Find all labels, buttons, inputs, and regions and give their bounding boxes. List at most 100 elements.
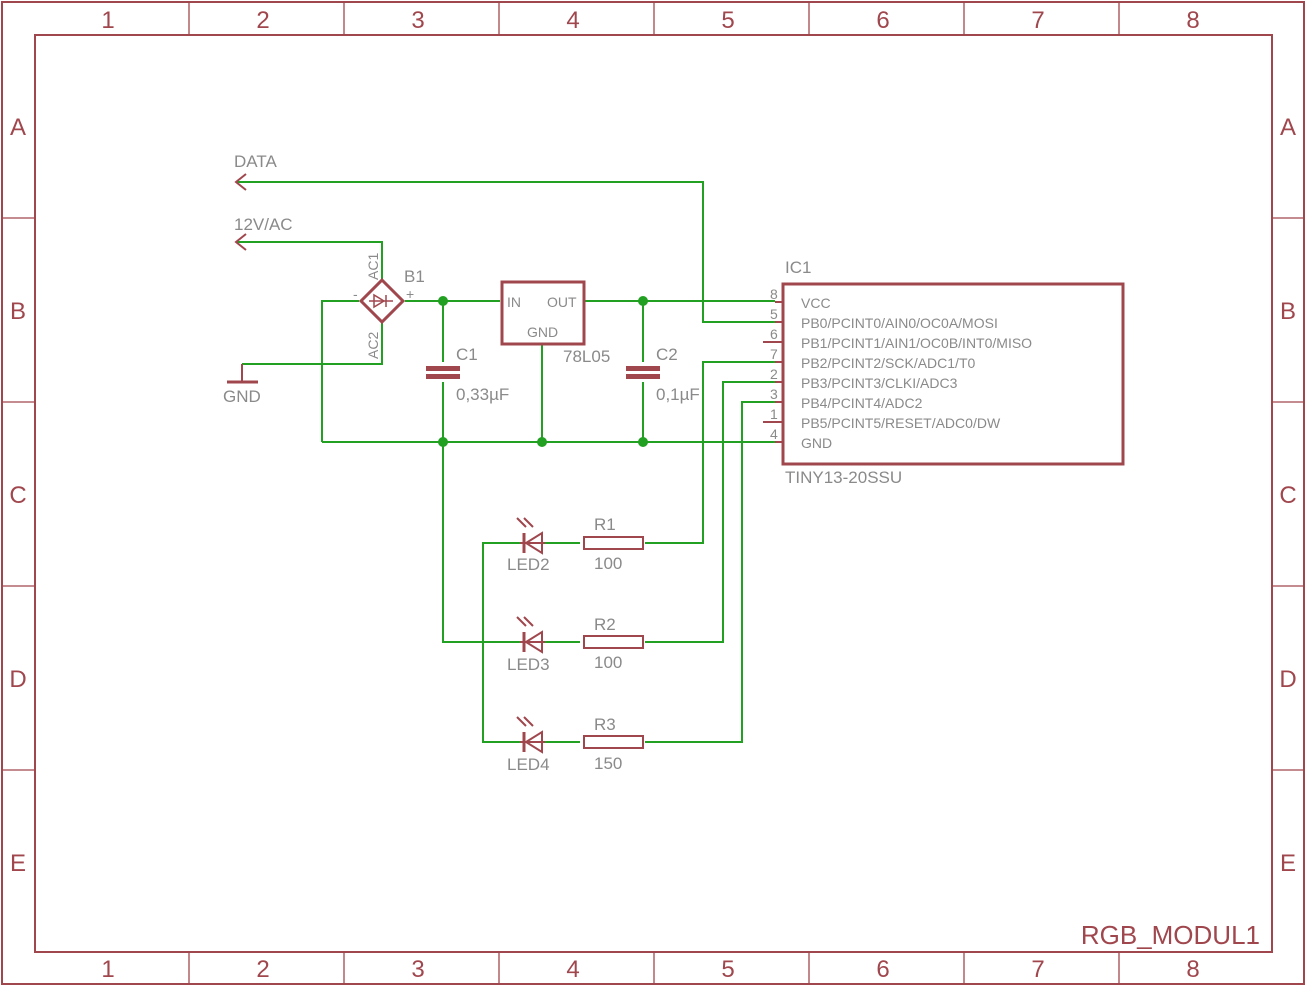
ic1-pin-number: 6 [770,326,778,342]
ic1-pin-number: 7 [770,346,778,362]
ic1-pin-label: PB3/PCINT3/CLKI/ADC3 [801,375,958,391]
ic1-tiny13: IC1 TINY13-20SSU 8 5 6 7 2 3 1 4 VCC PB0… [763,258,1125,487]
r1-name: R1 [594,515,616,534]
bridge-pin-minus: - [353,286,358,302]
ic1-name: IC1 [785,258,811,277]
col-label-top: 2 [256,7,269,34]
c2-value: 0,1µF [656,385,700,404]
wire-led-anode-left [482,542,520,743]
wire-r2-pb3 [645,381,775,643]
col-label-top: 8 [1186,7,1199,34]
ic1-pin-number: 1 [770,406,778,422]
col-label-top: 6 [876,7,889,34]
ic1-pin-label: GND [801,435,832,451]
bridge-pin-ac1: AC1 [365,253,381,280]
regulator-pin-gnd: GND [527,324,558,340]
r2-name: R2 [594,615,616,634]
ic1-pin-label: PB4/PCINT4/ADC2 [801,395,923,411]
ic1-pin-label: PB1/PCINT1/AIN1/OC0B/INT0/MISO [801,335,1032,351]
col-label-top: 4 [566,7,579,34]
resistor-body-icon [583,536,644,550]
row-label-right: D [1279,666,1296,693]
ic1-pin-number: 8 [770,286,778,302]
row-label-right: E [1280,850,1296,877]
col-label-bottom: 4 [566,956,579,983]
col-label-bottom: 3 [411,956,424,983]
led-light-arrow-icon [516,716,527,727]
col-label-top: 5 [721,7,734,34]
led-light-arrow-icon [516,517,527,528]
wire-data [236,181,775,323]
junctions [438,296,648,447]
ic1-body [781,282,1125,466]
led4-r3-branch: LED4 R3 150 [507,715,644,774]
bridge-rectifier-b1: B1 AC1 AC2 - + [353,253,425,359]
col-label-bottom: 6 [876,956,889,983]
net-label-gnd: GND [223,387,261,406]
capacitor-plate-icon [626,366,660,371]
data-arrow-icon [234,173,247,191]
ic1-pin-label: PB0/PCINT0/AIN0/OC0A/MOSI [801,315,998,331]
wire-bridge-minus [321,300,359,442]
ic1-part: TINY13-20SSU [785,468,902,487]
regulator-name: 78L05 [563,347,610,366]
r3-value: 150 [594,754,622,773]
c2-name: C2 [656,345,678,364]
led-light-arrow-icon [523,716,534,727]
ic1-pin-number: 3 [770,386,778,402]
col-label-bottom: 1 [101,956,114,983]
led-light-arrow-icon [523,616,534,627]
r3-name: R3 [594,715,616,734]
row-label-right: A [1280,114,1296,141]
ic1-pin-number: 4 [770,426,778,442]
wires [236,181,775,743]
col-label-top: 3 [411,7,424,34]
led4-name: LED4 [507,755,550,774]
r2-value: 100 [594,653,622,672]
led-light-arrow-icon [516,616,527,627]
regulator-body [500,280,586,346]
wire-gnd-ac2 [242,322,383,365]
wire-led-bus [442,442,520,643]
wire-12v-ac [236,241,383,280]
resistor-body-icon [583,635,644,649]
wire-r3-pb4 [645,401,775,743]
col-label-top: 7 [1031,7,1044,34]
junction-dot [638,296,648,306]
junction-dot [438,296,448,306]
wire-r1-pb2 [645,361,775,544]
capacitor-c1: C1 0,33µF [426,345,509,404]
c1-name: C1 [456,345,478,364]
ic1-pin-label: PB2/PCINT2/SCK/ADC1/T0 [801,355,975,371]
ic1-pin-number: 5 [770,306,778,322]
row-label-right: C [1279,482,1296,509]
ic1-pin-label: VCC [801,295,831,311]
regulator-78l05: IN OUT GND 78L05 [500,280,610,366]
junction-dot [638,437,648,447]
row-label-left: A [10,114,26,141]
capacitor-plate-icon [426,366,460,371]
junction-dot [537,437,547,447]
resistor-body-icon [583,735,644,749]
led-light-arrow-icon [523,517,534,528]
row-label-left: B [10,298,26,325]
bridge-name: B1 [404,267,425,286]
capacitor-plate-icon [626,374,660,379]
bridge-diamond-icon [358,277,406,325]
col-label-bottom: 5 [721,956,734,983]
col-label-bottom: 8 [1186,956,1199,983]
led2-r1-branch: LED2 R1 100 [507,515,644,574]
ac-arrow-icon [234,233,247,251]
col-label-bottom: 7 [1031,956,1044,983]
row-label-left: C [9,482,26,509]
regulator-pin-in: IN [507,294,521,310]
led3-r2-branch: LED3 R2 100 [507,615,644,674]
row-label-left: E [10,850,26,877]
capacitor-plate-icon [426,374,460,379]
net-labels: DATA 12V/AC GND [223,152,293,406]
junction-dot [438,437,448,447]
capacitor-c2: C2 0,1µF [626,345,700,404]
bridge-pin-ac2: AC2 [365,332,381,359]
net-label-data: DATA [234,152,277,171]
